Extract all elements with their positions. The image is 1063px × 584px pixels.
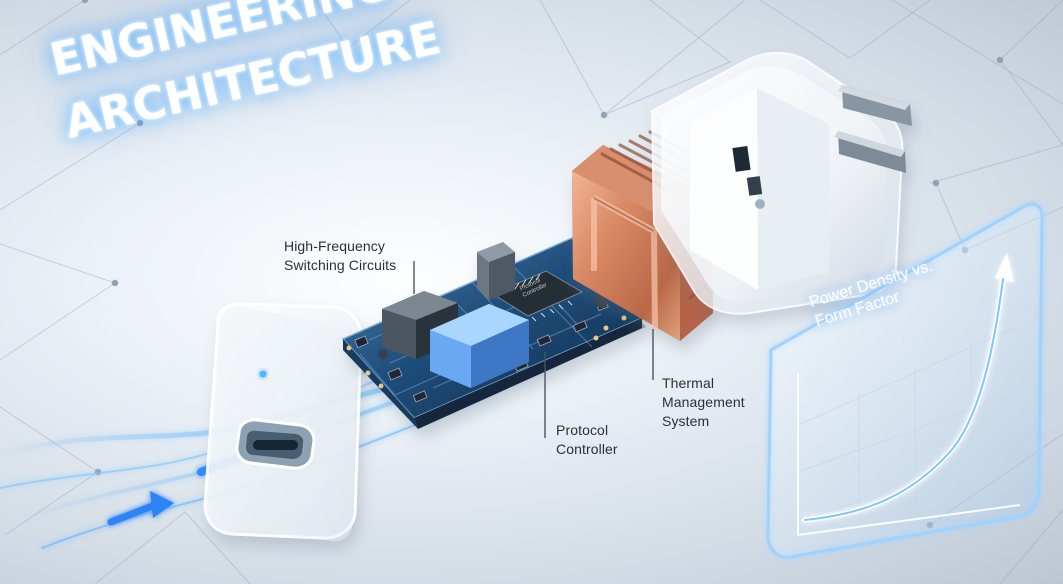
plug-housing-shell — [650, 51, 912, 315]
power-density-chart-panel — [766, 202, 1044, 559]
callout-lines — [413, 261, 654, 438]
protocol-controller-label: Protocol Controller — [556, 422, 618, 457]
high-frequency-switching-label: High-Frequency Switching Circuits — [284, 238, 397, 273]
usb-c-front-shell — [203, 302, 363, 542]
thermal-management-label: Thermal Management System — [662, 375, 745, 429]
main-circuit-board — [341, 237, 646, 429]
power-plug-icon — [834, 85, 912, 173]
